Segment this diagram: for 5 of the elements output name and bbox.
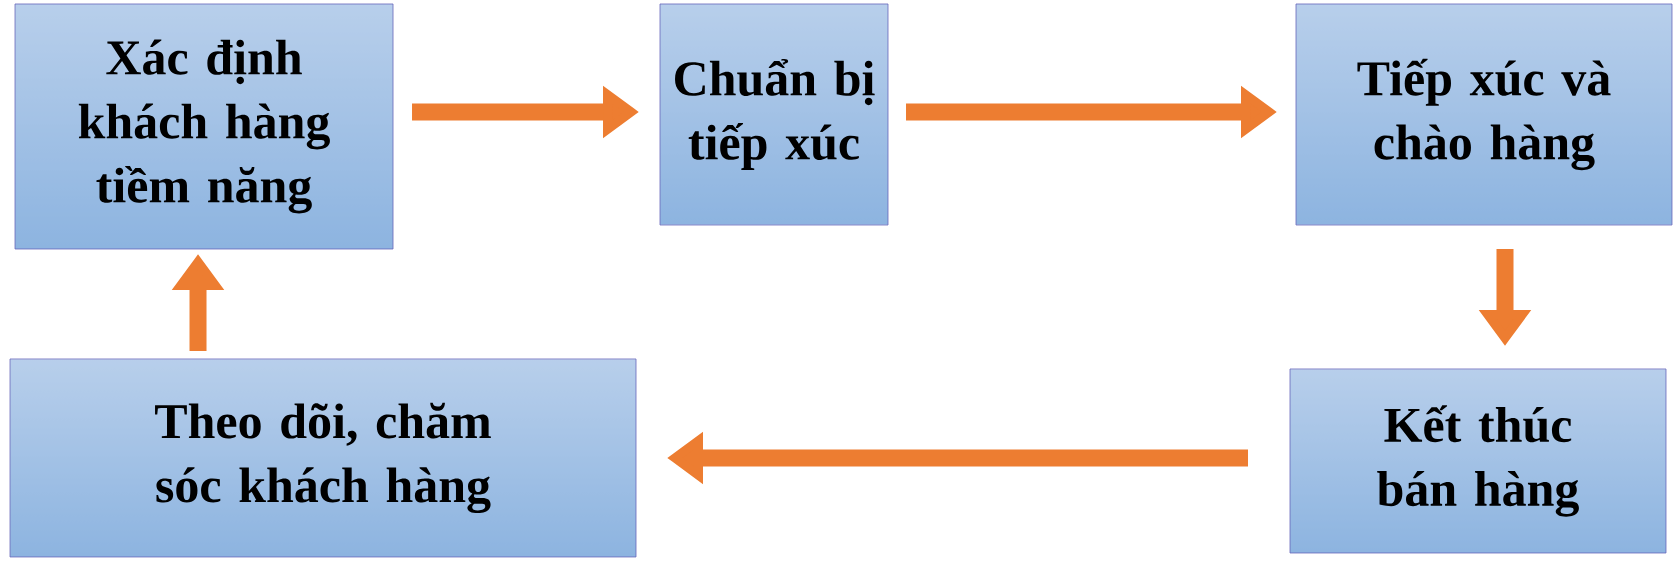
process-box: Tiếp xúc và chào hàng [1295, 3, 1673, 226]
process-box: Xác định khách hàng tiềm năng [14, 3, 394, 250]
process-box: Kết thúc bán hàng [1289, 368, 1667, 554]
process-box: Theo dõi, chăm sóc khách hàng [9, 358, 637, 558]
process-box: Chuẩn bị tiếp xúc [659, 3, 889, 226]
